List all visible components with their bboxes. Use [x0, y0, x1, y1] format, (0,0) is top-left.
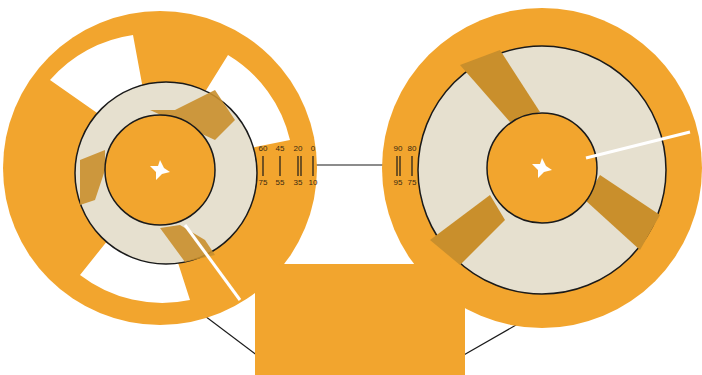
scale-number: 95 — [394, 178, 403, 187]
scale-number: 80 — [408, 144, 417, 153]
scale-number: 60 — [259, 144, 268, 153]
scale-ticks — [263, 156, 412, 176]
scale-number: 10 — [309, 178, 318, 187]
scale-number: 45 — [276, 144, 285, 153]
scale-number: 35 — [294, 178, 303, 187]
scale-number: 20 — [294, 144, 303, 153]
scale-number: 55 — [276, 178, 285, 187]
scale-number: 75 — [408, 178, 417, 187]
scale-number: 0 — [311, 144, 315, 153]
tape-head-block — [255, 264, 465, 375]
scale-number: 75 — [259, 178, 268, 187]
scale-number: 90 — [394, 144, 403, 153]
